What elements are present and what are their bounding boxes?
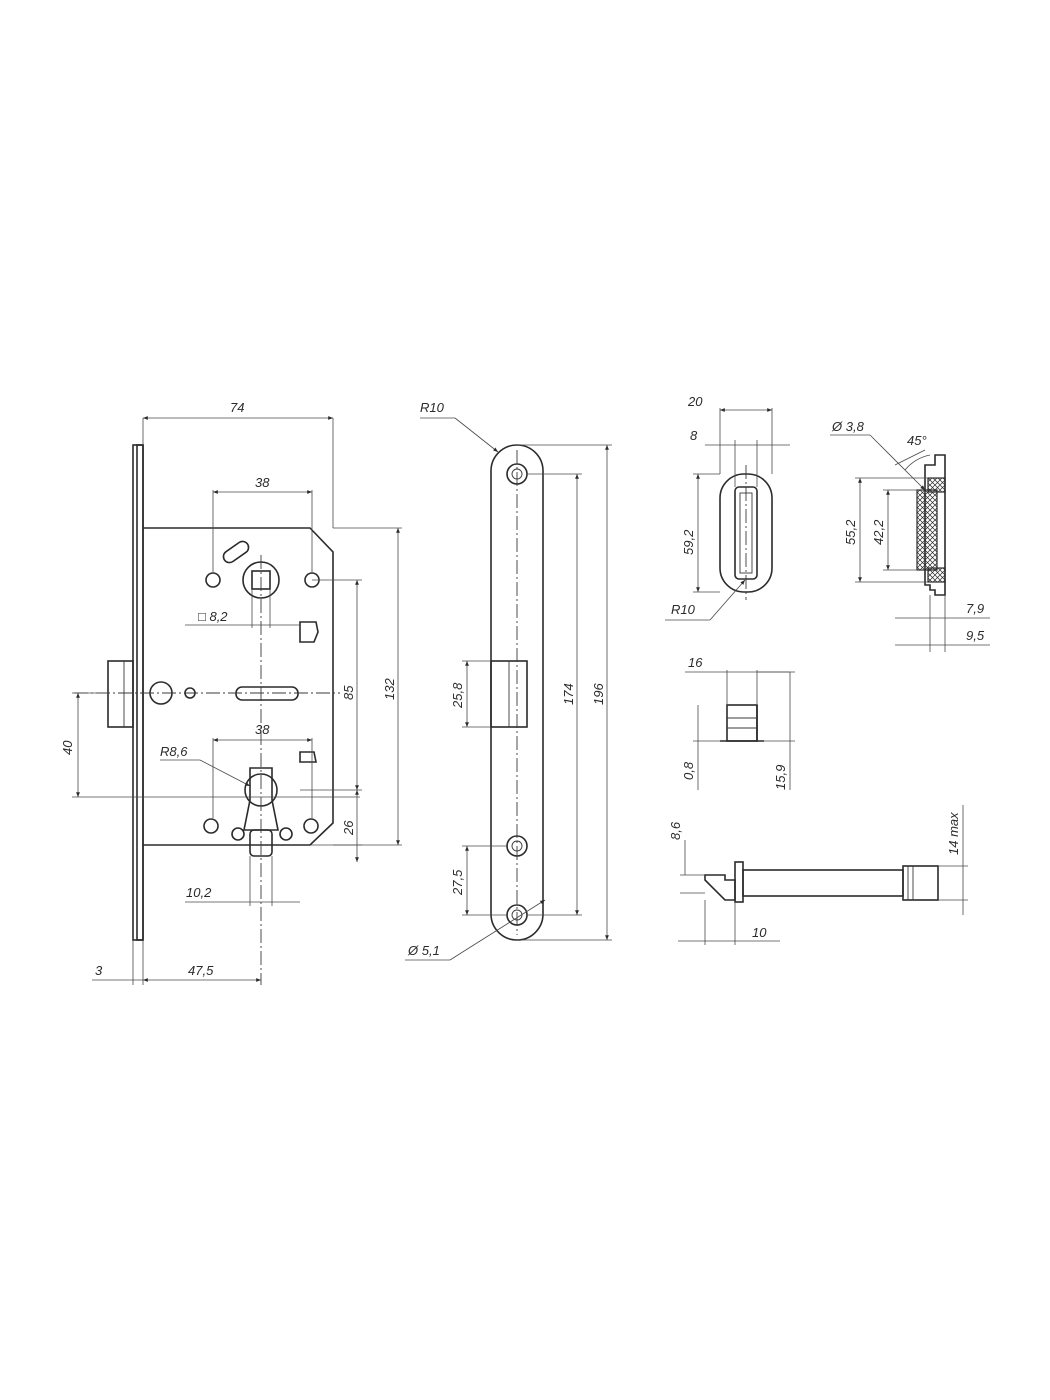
dim-chamfer-angle: 45° [907,433,927,448]
dim-max-height: 14 max [946,812,961,855]
dim-latch-offset-detail: 0,8 [681,761,696,780]
dim-depth-small: 7,9 [966,601,984,616]
dim-cylinder-offset: 26 [341,820,356,836]
dim-depth-large: 9,5 [966,628,985,643]
dim-slot-width: 8 [690,428,698,443]
dim-total-length: 196 [591,683,606,705]
dim-lock-width: 74 [230,400,244,415]
dim-strike-width: 20 [687,394,703,409]
dim-screw-diameter: Ø 5,1 [407,943,440,958]
dim-slot-height: 59,2 [681,529,696,555]
dim-faceplate-radius: R10 [420,400,445,415]
dim-backset: 47,5 [188,963,214,978]
dim-spindle-square: □ 8,2 [198,609,228,624]
dim-backset-center: 85 [341,685,356,700]
dim-cylinder-width: 10,2 [186,885,212,900]
dim-lock-height: 132 [382,678,397,700]
dim-screw-offset: 27,5 [450,869,465,896]
dim-latch-height-detail: 15,9 [773,765,788,790]
dim-strike-radius: R10 [671,602,696,617]
lock-body-view [72,416,402,985]
faceplate-view [405,417,612,961]
dim-cylinder-spacing: 38 [255,722,270,737]
dim-latch-height: 25,8 [450,682,465,709]
latch-detail-view [685,670,795,790]
dim-handle-spacing: 38 [255,475,270,490]
dim-tip-height: 8,6 [668,821,683,840]
dim-hole-diameter: Ø 3,8 [831,419,865,434]
dim-inner-height: 42,2 [871,519,886,545]
dim-latch-offset: 40 [60,740,75,755]
strike-plate-view [665,408,790,621]
dimension-labels: 74 38 □ 8,2 85 132 38 R8,6 26 10,2 40 3 … [60,394,985,978]
dim-spindle-length: 10 [752,925,767,940]
dim-faceplate-thickness: 3 [95,963,103,978]
dim-screw-spacing: 174 [561,683,576,705]
dim-outer-height: 55,2 [843,519,858,545]
dim-latch-width: 16 [688,655,703,670]
strike-section-view [830,434,990,652]
dim-cylinder-radius: R8,6 [160,744,188,759]
spindle-view [678,805,968,945]
